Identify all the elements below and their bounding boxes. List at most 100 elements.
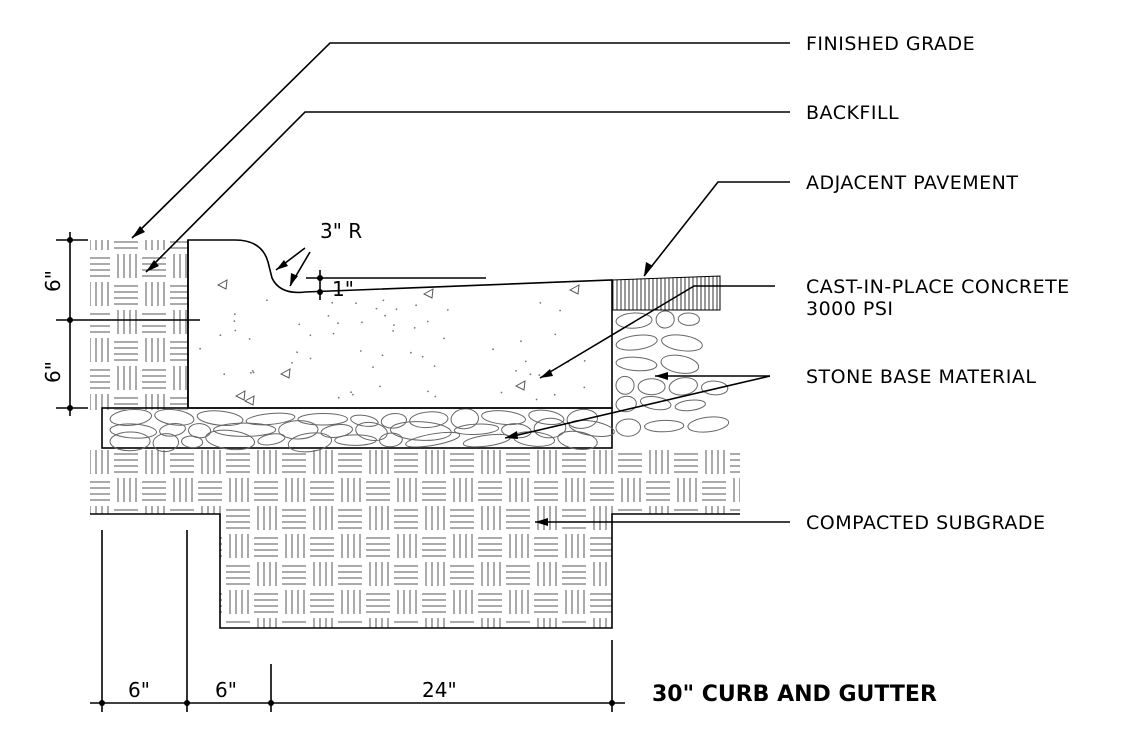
aggregate-dot bbox=[252, 371, 255, 374]
label-compacted-subgrade: COMPACTED SUBGRADE bbox=[806, 512, 1046, 534]
stone bbox=[181, 435, 204, 449]
aggregate-dot bbox=[393, 324, 395, 326]
aggregate-dot bbox=[234, 329, 237, 332]
aggregate-dot bbox=[298, 323, 301, 326]
stone bbox=[154, 408, 195, 426]
aggregate-triangle bbox=[514, 380, 526, 391]
aggregate-triangle bbox=[422, 288, 434, 299]
aggregate-dot bbox=[500, 391, 503, 394]
stone bbox=[644, 419, 685, 433]
leader-arrowheads bbox=[132, 226, 668, 526]
stone bbox=[674, 399, 706, 412]
aggregate-dot bbox=[327, 315, 330, 317]
aggregate-dot bbox=[375, 307, 378, 310]
stone bbox=[245, 412, 296, 426]
aggregate-dot bbox=[413, 327, 416, 329]
stone bbox=[159, 422, 186, 437]
aggregate-dot bbox=[554, 333, 557, 336]
stone bbox=[109, 431, 151, 452]
aggregate-dot bbox=[350, 391, 352, 394]
aggregate-dot bbox=[233, 313, 236, 316]
label-backfill: BACKFILL bbox=[806, 102, 899, 124]
subgrade-hatch bbox=[90, 448, 740, 628]
stone bbox=[615, 356, 658, 372]
backfill-hatch bbox=[90, 240, 188, 410]
stone bbox=[655, 310, 675, 329]
bottom-dimension-3: 24" bbox=[422, 678, 457, 702]
stone bbox=[660, 354, 700, 374]
aggregate-dot bbox=[515, 369, 517, 372]
aggregate-dot bbox=[392, 330, 394, 332]
aggregate-dot bbox=[337, 396, 340, 399]
stone bbox=[566, 408, 599, 429]
aggregate-dot bbox=[535, 398, 538, 401]
stone bbox=[389, 421, 452, 441]
stone bbox=[450, 408, 479, 430]
stone bbox=[213, 422, 277, 437]
aggregate-dot bbox=[372, 366, 374, 368]
aggregate-dot bbox=[446, 309, 449, 311]
radius-dimension: 3" R bbox=[320, 219, 362, 243]
stone bbox=[152, 433, 180, 453]
stone bbox=[557, 430, 598, 450]
dimension-ticks bbox=[67, 237, 615, 706]
stone bbox=[287, 432, 333, 453]
concrete-aggregate-pattern bbox=[199, 279, 586, 406]
stone bbox=[350, 414, 379, 427]
aggregate-dot bbox=[379, 385, 381, 388]
aggregate-triangle bbox=[216, 279, 228, 290]
stone bbox=[668, 377, 698, 396]
aggregate-dot bbox=[219, 334, 222, 337]
stone bbox=[297, 412, 349, 426]
aggregate-dot bbox=[331, 301, 334, 304]
stone bbox=[661, 334, 703, 352]
label-adjacent-pavement: ADJACENT PAVEMENT bbox=[806, 172, 1018, 194]
stone bbox=[334, 434, 377, 446]
label-concrete-line1: CAST-IN-PLACE CONCRETE bbox=[806, 276, 1070, 298]
label-concrete-line2: 3000 PSI bbox=[806, 298, 894, 320]
aggregate-triangle bbox=[279, 368, 291, 379]
stone bbox=[615, 375, 635, 395]
stone bbox=[205, 429, 256, 451]
stone bbox=[409, 411, 449, 429]
stone bbox=[109, 423, 158, 439]
curb-height-upper-dimension: 6" bbox=[41, 270, 65, 292]
stone bbox=[677, 312, 700, 326]
aggregate-dot bbox=[251, 370, 254, 372]
aggregate-dot bbox=[427, 390, 429, 393]
aggregate-dot bbox=[583, 360, 586, 362]
stone bbox=[196, 410, 244, 427]
aggregate-dot bbox=[395, 308, 398, 311]
aggregate-triangle bbox=[568, 284, 580, 295]
aggregate-dot bbox=[381, 354, 384, 357]
bottom-dimension-2: 6" bbox=[215, 678, 237, 702]
aggregate-dot bbox=[538, 374, 541, 376]
aggregate-dot bbox=[529, 373, 532, 376]
adjacent-pavement-hatch bbox=[611, 275, 721, 311]
aggregate-dot bbox=[433, 365, 436, 367]
aggregate-triangle bbox=[243, 395, 255, 406]
aggregate-dot bbox=[332, 332, 335, 335]
leader-lines bbox=[131, 42, 790, 523]
aggregate-dot bbox=[309, 334, 312, 337]
aggregate-dot bbox=[199, 347, 202, 350]
aggregate-dot bbox=[410, 351, 412, 354]
aggregate-dot bbox=[361, 321, 363, 324]
aggregate-dot bbox=[291, 361, 293, 364]
label-finished-grade: FINISHED GRADE bbox=[806, 33, 975, 55]
curb-height-lower-dimension: 6" bbox=[41, 361, 65, 383]
stone bbox=[278, 420, 319, 440]
stone bbox=[109, 408, 153, 426]
aggregate-dot bbox=[520, 340, 522, 343]
aggregate-dot bbox=[384, 314, 386, 317]
stone bbox=[615, 395, 637, 413]
aggregate-dot bbox=[233, 320, 236, 322]
stone bbox=[257, 433, 286, 446]
concrete-curb-gutter bbox=[187, 239, 613, 409]
aggregate-dot bbox=[553, 393, 556, 396]
aggregate-dot bbox=[296, 351, 298, 354]
subgrade-outline bbox=[90, 513, 740, 629]
aggregate-dot bbox=[421, 355, 424, 358]
